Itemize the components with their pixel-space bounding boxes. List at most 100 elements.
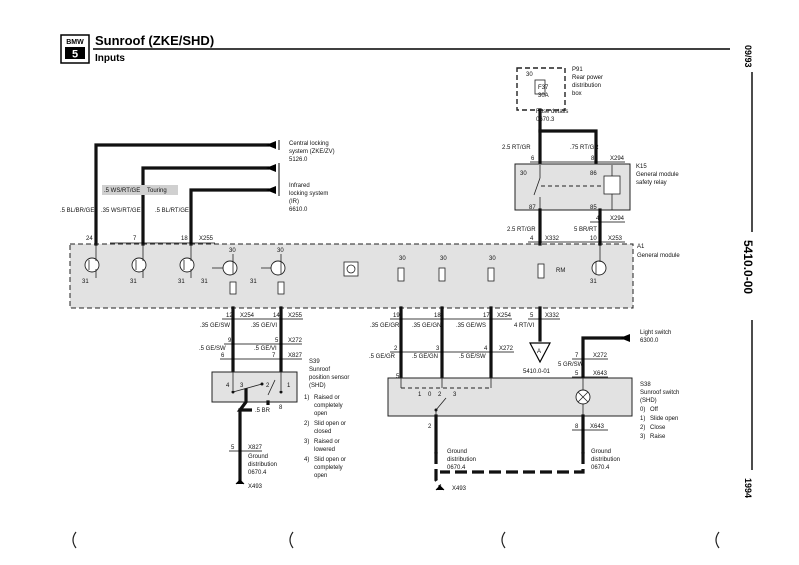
s39-pos-4-b: completely	[314, 465, 343, 471]
s39-pos-4-a: Slid open or	[314, 457, 346, 463]
page-title: Sunroof (ZKE/SHD)	[95, 33, 214, 48]
pin-5-ls: 5	[575, 371, 579, 377]
k15-pin-8: 8	[591, 156, 595, 162]
pin-6-b: 6	[221, 353, 225, 359]
wire-ge-gn-5-label: .5 GE/GN	[412, 354, 438, 360]
connector-x643-top: X643	[593, 371, 608, 377]
header: BMW 5 Sunroof (ZKE/SHD) Inputs	[60, 33, 730, 64]
s38-pos-2: Close	[650, 425, 666, 431]
reference-5410-01: 5410.0-01	[523, 369, 551, 375]
wire-ge-gr-35-label: .35 GE/GR	[370, 323, 400, 329]
light-switch-wire: Light switch 6300.0 7 X272 5 GR/SW 5 X64…	[558, 330, 671, 380]
ground-pin-2: 2	[428, 424, 432, 430]
connector-x827-top: X827	[288, 353, 303, 359]
k15-terminal-85: 85	[590, 205, 597, 211]
s38-label-2: (SHD)	[640, 398, 657, 404]
s39-pin-8: 8	[279, 405, 283, 411]
s38-id: S38	[640, 382, 651, 388]
microprocessor-icon	[343, 261, 359, 277]
infrared-label-1: Infrared	[289, 183, 310, 189]
svg-text:3: 3	[453, 392, 457, 398]
wire-gr-sw-label: 5 GR/SW	[558, 362, 584, 368]
a1-ground-31-d: 31	[201, 279, 208, 285]
infrared-ref: 6610.0	[289, 207, 308, 213]
touring-highlight	[102, 185, 178, 195]
central-locking-ref: 5126.0	[289, 157, 308, 163]
bmw-logo-text: BMW	[66, 39, 84, 46]
ground-pin-5: 5	[231, 445, 235, 451]
ground-left-2: distribution	[248, 462, 277, 468]
wire-ws-rt-ge-5: .5 WS/RT/GE	[104, 188, 140, 194]
s39-label-2: position sensor	[309, 375, 349, 381]
ground-left-1: Ground	[248, 454, 268, 460]
p91-label-1: Rear power	[572, 75, 603, 81]
ground-right-2: distribution	[591, 457, 620, 463]
s39-ground-wires: .5 BR 8 5 X827 Ground distribution 0670.…	[229, 388, 283, 490]
binder-marks	[72, 531, 720, 549]
a1-ground-31-f: 31	[590, 279, 597, 285]
k15-safety-relay: 30 86 87 85 K15 General module safety re…	[514, 163, 679, 211]
wire-ge-gr-5-label: .5 GE/GR	[369, 354, 396, 360]
connector-x493-left: X493	[248, 484, 263, 490]
right-margin: 09/93 5410.0-00 1994	[741, 45, 755, 498]
s38-sunroof-switch: 5 1 0 2 3 S38 Sunroof switch (SHD) 0) Of…	[387, 374, 679, 440]
connector-x255-left: X255	[288, 313, 303, 319]
a1-transistors: 31 31 31 30 31 30	[82, 244, 607, 295]
ground-symbol-left	[235, 479, 245, 485]
connector-x254-left: X254	[240, 313, 255, 319]
s39-pos-4-c: open	[314, 473, 327, 479]
p91-id: P91	[572, 67, 583, 73]
pin-18: 18	[181, 236, 188, 242]
a1-pin-19: 19	[393, 313, 400, 319]
svg-text:2: 2	[266, 383, 270, 389]
s39-pos-3-a: Raised or	[314, 439, 340, 445]
s39-pos-2-a: Slid open or	[314, 421, 346, 427]
date-code: 09/93	[743, 45, 753, 68]
svg-text:1: 1	[287, 383, 291, 389]
k15-pin-4: 4	[596, 216, 600, 222]
s38-pos-0: Off	[650, 407, 658, 413]
pin-7-b: 7	[272, 353, 276, 359]
s38-pos-1: Slide open	[650, 416, 678, 422]
wire-infrared-2	[189, 188, 270, 246]
wire-ge-sw-5-label: .5 GE/SW	[199, 346, 226, 352]
ground-mid-1: Ground	[447, 449, 467, 455]
transistor-3: 31	[178, 244, 195, 285]
wire-ws-rt-ge-35: .35 WS/RT/GE	[101, 208, 141, 214]
p91-rear-power-distribution-box: 30 F37 30A P91 Rear power distribution b…	[516, 67, 603, 123]
s38-pos-3-num: 3)	[640, 434, 645, 440]
s38-pos-2-num: 2)	[640, 425, 645, 431]
connector-x254-right: X254	[497, 313, 512, 319]
s39-pos-3-num: 3)	[304, 439, 309, 445]
connector-x253: X253	[608, 236, 623, 242]
fuse-id: F37	[538, 85, 549, 91]
k15-pin-6: 6	[531, 156, 535, 162]
connector-x332-bot: X332	[545, 313, 560, 319]
wire-ge-vi-5-label: .5 GE/VI	[254, 346, 277, 352]
a1-name: General module	[637, 253, 680, 259]
light-switch-label: Light switch	[640, 330, 671, 336]
connector-x294-top: X294	[610, 156, 625, 162]
wire-ground-right-dashed	[440, 452, 585, 474]
wire-ground-mid-dashed	[434, 452, 442, 487]
wire-fuse-to-k15	[538, 108, 598, 164]
ground-left-3: 0670.4	[248, 470, 267, 476]
a1-pin-10: 10	[590, 236, 597, 242]
transistor-2: 31	[130, 244, 147, 285]
svg-text:5: 5	[396, 374, 400, 380]
fuse-details-label: Fuse details	[536, 109, 568, 115]
connector-x272-ls: X272	[593, 353, 608, 359]
connector-x643-bot: X643	[590, 424, 605, 430]
a1-id: A1	[637, 244, 645, 250]
fuse-terminal-30: 30	[526, 72, 533, 78]
transistor-5: 30 31	[250, 248, 286, 295]
pin-24: 24	[86, 236, 93, 242]
rm-label: RM	[556, 268, 565, 274]
central-locking-label-1: Central locking	[289, 141, 329, 147]
document-number: 5410.0-00	[741, 240, 755, 294]
resistor-group: 30 30 30 RM	[397, 256, 565, 282]
a1-ground-31-c: 31	[178, 279, 185, 285]
p91-label-3: box	[572, 91, 582, 97]
pin-5-a: 5	[275, 338, 279, 344]
k15-label-1: General module	[636, 172, 679, 178]
